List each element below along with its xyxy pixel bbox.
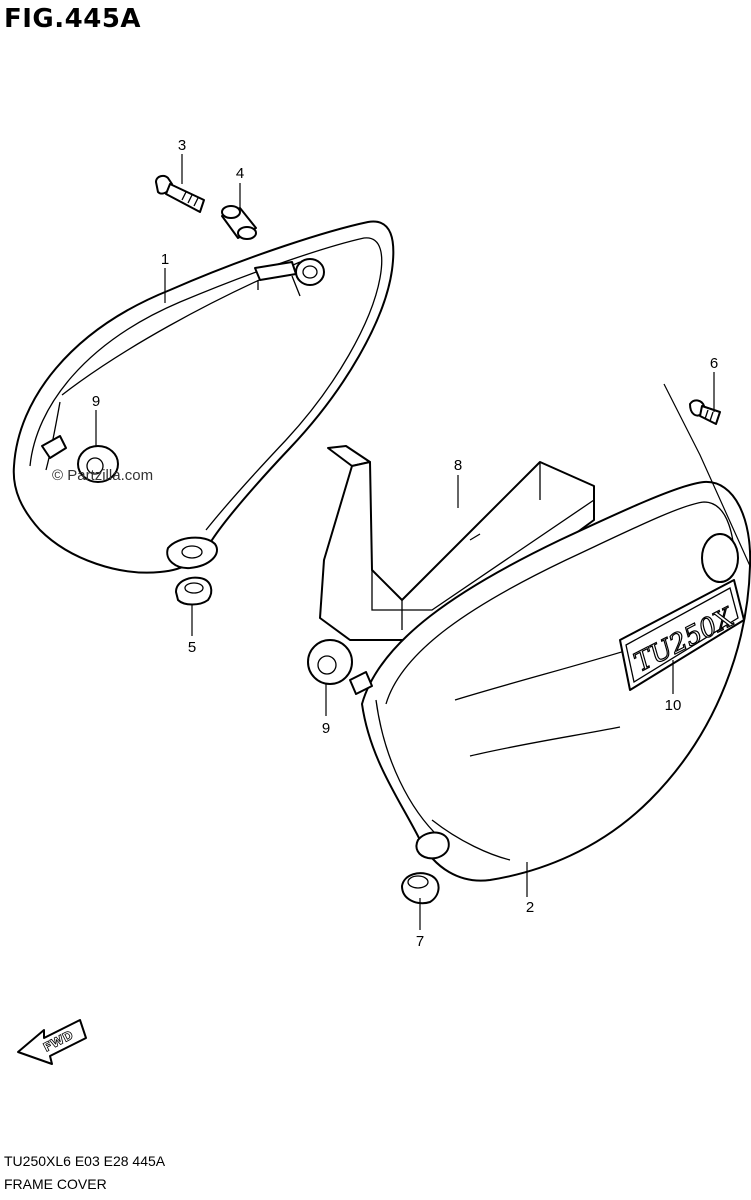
callout-6: 6 xyxy=(710,355,718,372)
callout-7: 7 xyxy=(416,933,424,950)
watermark: © Partzilla.com xyxy=(52,467,153,484)
callout-9b: 9 xyxy=(322,720,330,737)
grommet-part-7[interactable] xyxy=(401,872,440,905)
grommet-part-9-right[interactable] xyxy=(307,639,353,685)
callout-4: 4 xyxy=(236,165,244,182)
callout-9a: 9 xyxy=(92,393,100,410)
callout-2: 2 xyxy=(526,899,534,916)
left-frame-cover[interactable] xyxy=(12,220,395,574)
leader-lines xyxy=(95,154,751,930)
footer-name: FRAME COVER xyxy=(4,1176,107,1192)
callout-5: 5 xyxy=(188,639,196,656)
callout-1: 1 xyxy=(161,251,169,268)
callout-labels: 3 4 1 9 5 8 6 9 10 2 7 xyxy=(92,137,718,950)
callout-10: 10 xyxy=(665,697,682,714)
collar-part-4[interactable] xyxy=(221,205,257,240)
figure-title: FIG.445A xyxy=(4,4,142,34)
right-frame-cover[interactable]: TU250X xyxy=(349,480,751,882)
grommet-part-9-left[interactable] xyxy=(77,445,119,483)
grommet-part-5[interactable] xyxy=(175,576,213,606)
fwd-arrow-icon: FWD xyxy=(17,1019,87,1065)
footer-code: TU250XL6 E03 E28 445A xyxy=(4,1153,166,1169)
bolt-part-6[interactable] xyxy=(689,399,721,425)
callout-3: 3 xyxy=(178,137,186,154)
callout-8: 8 xyxy=(454,457,462,474)
bolt-part-3[interactable] xyxy=(155,174,205,213)
cushion-tape-part-8[interactable] xyxy=(319,445,595,641)
